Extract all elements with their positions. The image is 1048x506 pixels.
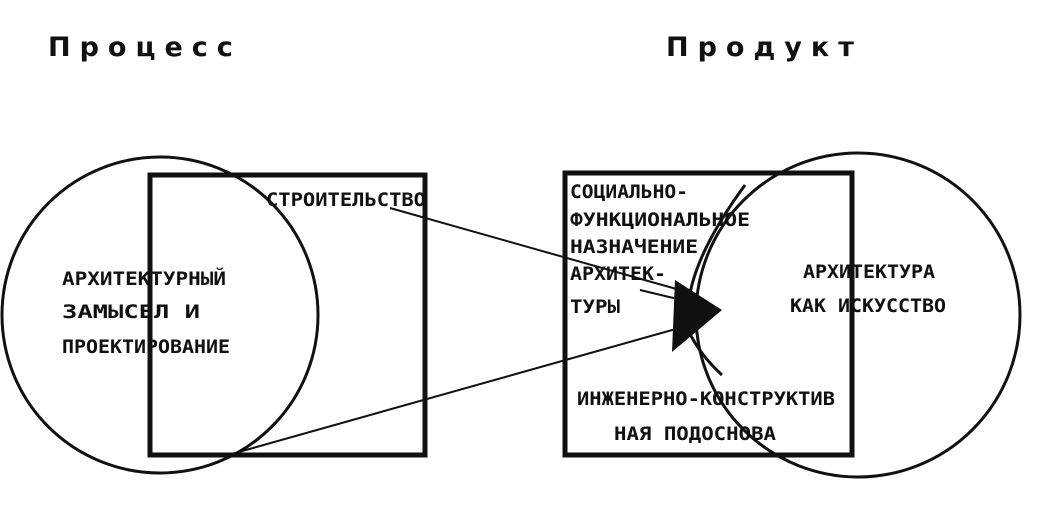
connector-line-bottom [227, 324, 691, 456]
product-square [562, 170, 855, 458]
connector-line-construction [389, 207, 681, 291]
design-circle [0, 155, 320, 475]
function-label-line-5: ТУРЫ [570, 296, 621, 318]
engineering-label-line-1: ИНЖЕНЕРНО-КОНСТРУКТИВ [577, 388, 835, 410]
construction-label: СТРОИТЕЛЬСТВО [266, 189, 426, 211]
function-label-line-2: ФУНКЦИОНАЛЬНОЕ [570, 209, 750, 231]
design-label-line-2: ЗАМЫСЕЛ И [62, 301, 200, 323]
process-heading: Процесс [48, 32, 242, 63]
product-heading: Продукт [666, 32, 863, 63]
central-triangle [672, 280, 722, 352]
function-label-line-3: НАЗНАЧЕНИЕ [570, 236, 698, 258]
art-label-line-1: АРХИТЕКТУРА [803, 261, 936, 283]
function-label-line-4: АРХИТЕК- [570, 263, 666, 285]
engineering-label-line-2: НАЯ ПОДОСНОВА [614, 423, 777, 445]
art-label-line-2: КАК ИСКУССТВО [790, 295, 946, 317]
construction-square [147, 172, 428, 458]
design-label-line-3: ПРОЕКТИРОВАНИЕ [62, 336, 230, 358]
design-label-line-1: АРХИТЕКТУРНЫЙ [62, 267, 226, 290]
function-label-line-1: СОЦИАЛЬНО- [570, 181, 688, 203]
